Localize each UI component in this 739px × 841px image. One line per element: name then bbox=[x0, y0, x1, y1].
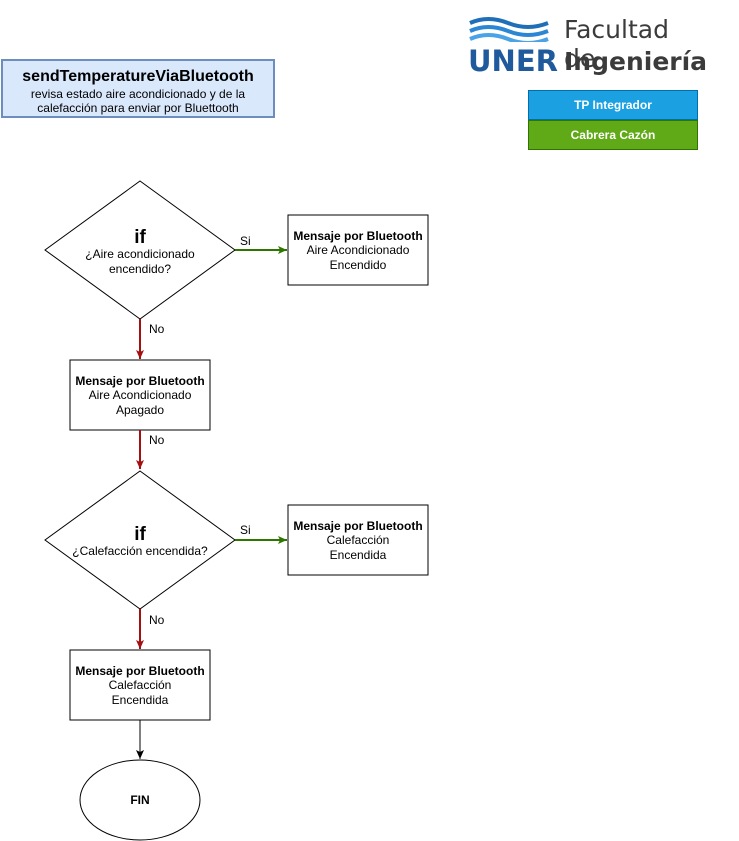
waves-icon bbox=[469, 17, 549, 42]
diagram-title-box: sendTemperatureViaBluetooth revisa estad… bbox=[1, 59, 275, 118]
decision-aire-line2: encendido? bbox=[109, 262, 171, 276]
label-no-2: No bbox=[149, 433, 165, 447]
message-heat-on-line1: Calefacción bbox=[327, 533, 390, 547]
logo-line1: Facultad de bbox=[564, 15, 669, 73]
message-ac-off-title: Mensaje por Bluetooth bbox=[75, 374, 204, 388]
message-heat-off-line1: Calefacción bbox=[109, 678, 172, 692]
logo-short: UNER bbox=[468, 44, 558, 78]
message-ac-on: Mensaje por Bluetooth Aire Acondicionado… bbox=[287, 214, 429, 286]
message-heat-on-line2: Encendida bbox=[330, 548, 387, 562]
message-heat-off: Mensaje por Bluetooth Calefacción Encend… bbox=[69, 649, 211, 721]
author-badge: Cabrera Cazón bbox=[528, 120, 698, 150]
message-heat-on: Mensaje por Bluetooth Calefacción Encend… bbox=[287, 504, 429, 576]
message-ac-on-title: Mensaje por Bluetooth bbox=[293, 229, 422, 243]
diagram-description: revisa estado aire acondicionado y de la… bbox=[30, 87, 246, 115]
decision-aire: if ¿Aire acondicionado encendido? bbox=[44, 180, 236, 320]
message-ac-on-line2: Encendido bbox=[330, 258, 387, 272]
label-si-1: Si bbox=[240, 234, 251, 248]
label-si-2: Si bbox=[240, 523, 251, 537]
logo-line2: Ingeniería bbox=[564, 47, 708, 76]
decision-calefaccion-keyword: if bbox=[134, 524, 146, 545]
project-badge: TP Integrador bbox=[528, 90, 698, 120]
message-heat-on-title: Mensaje por Bluetooth bbox=[293, 519, 422, 533]
diagram-title: sendTemperatureViaBluetooth bbox=[22, 68, 254, 85]
message-heat-off-title: Mensaje por Bluetooth bbox=[75, 664, 204, 678]
end-label: FIN bbox=[130, 793, 149, 807]
label-no-1: No bbox=[149, 322, 165, 336]
decision-calefaccion: if ¿Calefacción encendida? bbox=[44, 470, 236, 610]
message-heat-off-line2: Encendida bbox=[112, 693, 169, 707]
label-no-3: No bbox=[149, 613, 165, 627]
decision-aire-line1: ¿Aire acondicionado bbox=[85, 247, 195, 261]
message-ac-on-line1: Aire Acondicionado bbox=[307, 243, 410, 257]
message-ac-off-line2: Apagado bbox=[116, 403, 164, 417]
decision-aire-keyword: if bbox=[134, 227, 146, 248]
message-ac-off-line1: Aire Acondicionado bbox=[89, 388, 192, 402]
decision-calefaccion-line1: ¿Calefacción encendida? bbox=[72, 544, 208, 558]
end-node: FIN bbox=[79, 759, 201, 841]
uner-logo: UNER Facultad de Ingeniería bbox=[468, 14, 708, 78]
message-ac-off: Mensaje por Bluetooth Aire Acondicionado… bbox=[69, 359, 211, 431]
